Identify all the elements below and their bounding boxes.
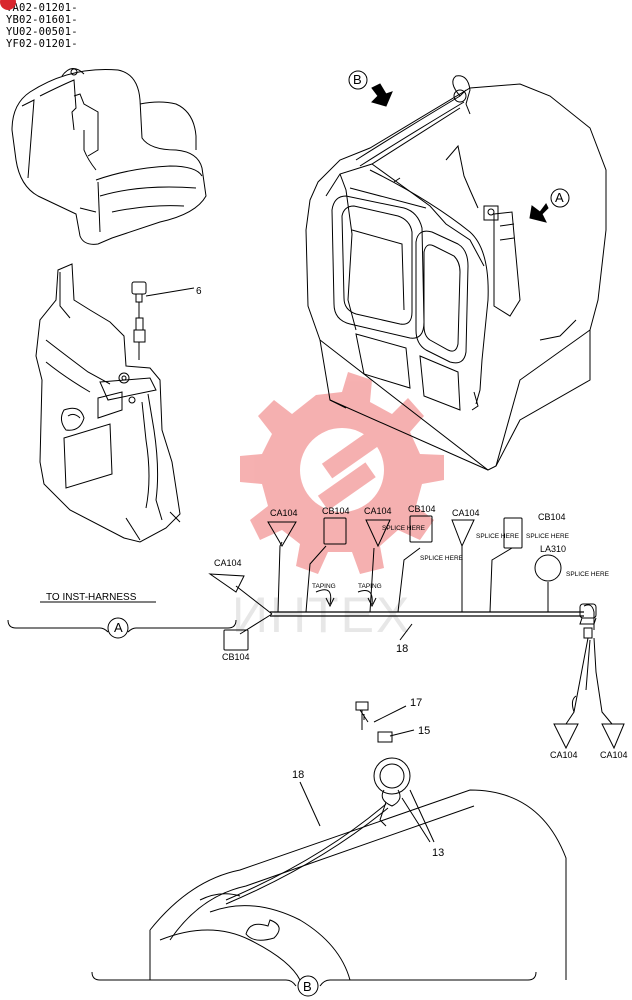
- callout-18: 18: [396, 643, 408, 655]
- interior-panel: [35, 263, 195, 543]
- connector-ca104: CA104: [600, 750, 628, 760]
- connector-cb104: CB104: [538, 512, 566, 522]
- splice-note: SPLICE HERE: [526, 533, 570, 540]
- callout-17: 17: [410, 697, 422, 709]
- cab-large: [305, 70, 607, 471]
- splice-note: SPLICE HERE: [420, 555, 464, 562]
- taping-note: TAPING: [312, 583, 336, 590]
- callout-15: 15: [418, 725, 430, 737]
- connector-cb104: CB104: [322, 506, 350, 516]
- view-b-arrow-label: B: [353, 72, 362, 87]
- taping-note: TAPING: [358, 583, 382, 590]
- serial-number: YA02-01201-: [6, 2, 78, 14]
- serial-number-list: YA02-01201- YB02-01601- YU02-00501- YF02…: [0, 0, 78, 50]
- connector-ca104: CA104: [364, 506, 392, 516]
- serial-number: YU02-00501-: [6, 26, 78, 38]
- connector-ca104: CA104: [214, 558, 242, 568]
- watermark-gear-icon: [240, 372, 444, 574]
- view-b-label: B: [303, 979, 312, 994]
- serial-number: YF02-01201-: [6, 38, 78, 50]
- red-dot-icon: [0, 0, 16, 10]
- view-a-bracket: [7, 601, 237, 639]
- connector-ca104: CA104: [550, 750, 578, 760]
- connector-cb104: CB104: [222, 652, 250, 662]
- serial-number: YB02-01601-: [6, 14, 78, 26]
- callout-18: 18: [292, 769, 304, 781]
- splice-note: SPLICE HERE: [382, 525, 426, 532]
- view-a-label: A: [114, 620, 123, 635]
- cab-overview-small: [11, 68, 207, 245]
- roof-detail: [91, 701, 567, 997]
- connector-cb104: CB104: [408, 504, 436, 514]
- callout-6: 6: [196, 286, 202, 297]
- callout-13: 13: [432, 847, 444, 859]
- splice-note: SPLICE HERE: [566, 571, 610, 578]
- view-a-arrow-label: A: [555, 190, 564, 205]
- connector-ca104: CA104: [270, 508, 298, 518]
- connector-la310: LA310: [540, 544, 566, 554]
- splice-note: SPLICE HERE: [476, 533, 520, 540]
- connector-ca104: CA104: [452, 508, 480, 518]
- harness-schematic: [208, 515, 625, 750]
- to-inst-harness-note: TO INST-HARNESS: [46, 592, 137, 603]
- watermark-text: ИНТЕХ: [232, 587, 411, 643]
